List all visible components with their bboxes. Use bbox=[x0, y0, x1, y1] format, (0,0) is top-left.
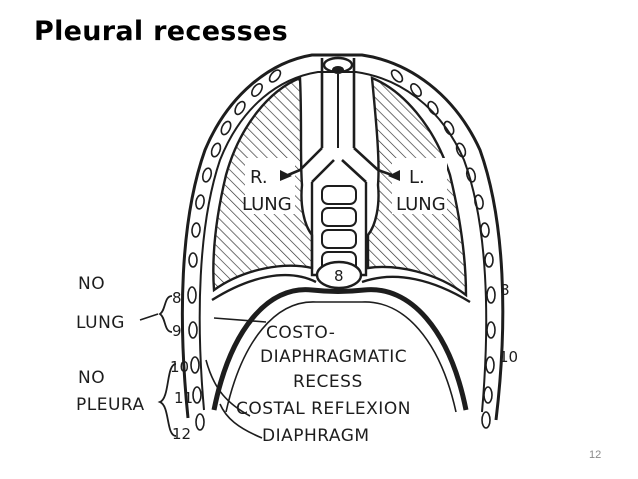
right-bronchus-arrow bbox=[280, 170, 292, 181]
left-bronchus-arrow bbox=[388, 170, 400, 181]
right-lung-label-line1: R. bbox=[250, 167, 268, 188]
ribs-right bbox=[390, 69, 496, 429]
ribs-left bbox=[187, 69, 282, 431]
no-lung-brace bbox=[158, 295, 173, 333]
left-parietal-pleura bbox=[361, 275, 471, 304]
trachea bbox=[320, 58, 356, 148]
costo-label-line1: COSTO- bbox=[266, 323, 335, 343]
no-pleura-label-line1: NO bbox=[78, 368, 105, 388]
costal-reflexion-label: COSTAL REFLEXION bbox=[236, 399, 411, 419]
right-lung-label-line2: LUNG bbox=[242, 194, 292, 215]
chest-wall-inner bbox=[198, 71, 488, 413]
left-lung-label-bg bbox=[392, 158, 447, 214]
vertebral-bodies bbox=[321, 185, 357, 273]
no-pleura-brace bbox=[157, 363, 177, 437]
rib-number-left-10: 10 bbox=[170, 358, 189, 376]
left-lung-label-line1: L. bbox=[409, 167, 425, 188]
diaphragm-label: DIAPHRAGM bbox=[262, 426, 370, 446]
right-parietal-pleura bbox=[211, 273, 317, 302]
trachea-lumen bbox=[332, 66, 344, 74]
no-lung-label-line1: NO bbox=[78, 274, 105, 294]
left-bronchus bbox=[341, 147, 393, 183]
rib-number-left-8: 8 bbox=[172, 289, 182, 307]
slide-number: 12 bbox=[589, 449, 602, 461]
no-pleura-label-line2: PLEURA bbox=[76, 395, 145, 415]
no-lung-label-line2: LUNG bbox=[76, 313, 125, 333]
rib-number-left-12: 12 bbox=[172, 425, 191, 443]
costo-label-line2: DIAPHRAGMATIC bbox=[260, 347, 407, 367]
rib-number-left-9: 9 bbox=[172, 322, 182, 340]
diaphragm-dome bbox=[211, 287, 469, 411]
costo-label-line3: RECESS bbox=[293, 372, 363, 392]
rib-number-left-11: 11 bbox=[174, 389, 193, 407]
rib-number-right-8: 8 bbox=[500, 281, 510, 299]
leader-lines bbox=[139, 313, 267, 439]
slide-title: Pleural recesses bbox=[34, 16, 289, 47]
left-lung-label-line2: LUNG bbox=[396, 194, 446, 215]
chest-wall-outer bbox=[180, 53, 505, 421]
right-bronchus bbox=[287, 147, 335, 183]
vertebra-number: 8 bbox=[334, 267, 344, 285]
vertebra-8 bbox=[315, 260, 363, 290]
right-lung-label-bg bbox=[245, 158, 295, 214]
rib-number-right-10: 10 bbox=[499, 348, 518, 366]
diaphragm-inner bbox=[225, 301, 457, 413]
